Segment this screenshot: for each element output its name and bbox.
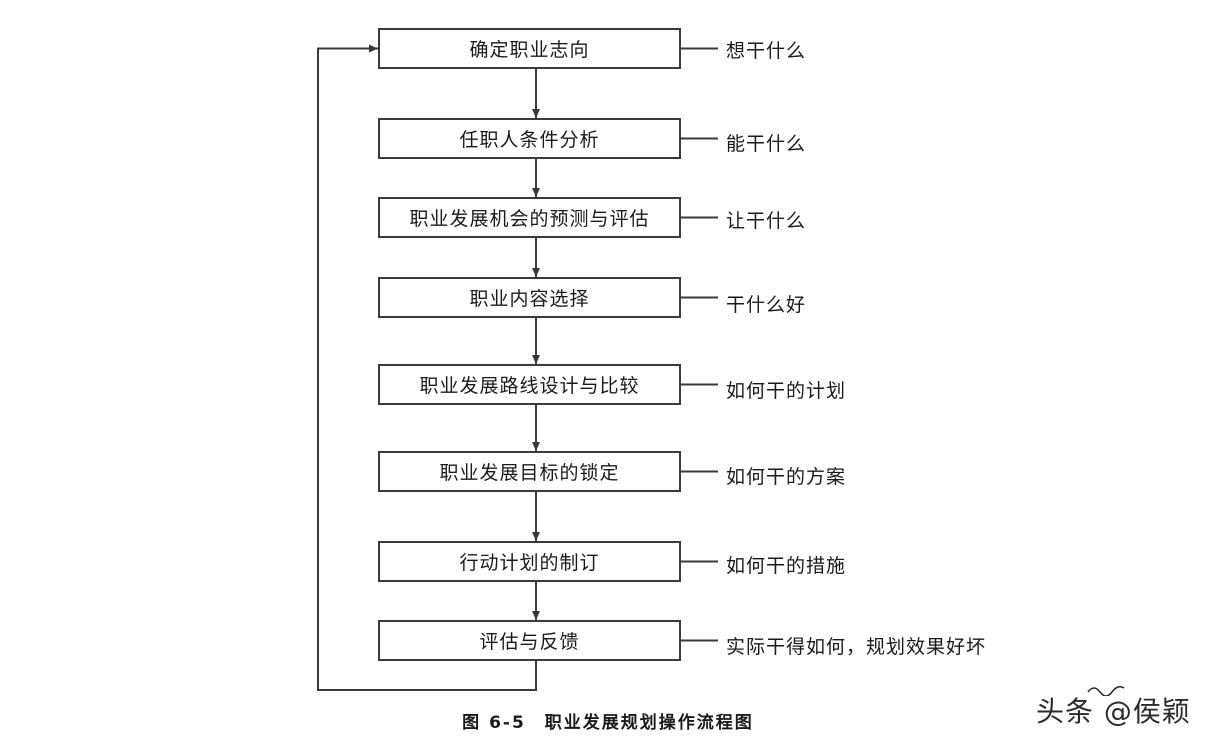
step-note-2: 能干什么 xyxy=(726,133,807,155)
watermark-squiggle-icon xyxy=(1087,685,1125,696)
step-label-4: 职业内容选择 xyxy=(469,288,590,310)
step-label-1: 确定职业志向 xyxy=(469,39,590,61)
step-box-7: 行动计划的制订 xyxy=(378,541,681,582)
step-note-7: 如何干的措施 xyxy=(726,555,847,577)
step-box-8: 评估与反馈 xyxy=(378,620,681,661)
step-note-1: 想干什么 xyxy=(726,40,807,62)
step-note-5: 如何干的计划 xyxy=(726,380,847,402)
step-box-4: 职业内容选择 xyxy=(378,277,681,318)
step-box-6: 职业发展目标的锁定 xyxy=(378,451,681,492)
step-note-6: 如何干的方案 xyxy=(726,466,847,488)
step-label-3: 职业发展机会的预测与评估 xyxy=(409,208,650,230)
feedback-loop-arrow xyxy=(317,44,537,691)
step-box-1: 确定职业志向 xyxy=(378,28,681,69)
step-label-8: 评估与反馈 xyxy=(479,631,580,653)
step-label-6: 职业发展目标的锁定 xyxy=(439,462,620,484)
step-note-8: 实际干得如何，规划效果好坏 xyxy=(726,636,987,658)
step-note-3: 让干什么 xyxy=(726,210,807,232)
step-box-5: 职业发展路线设计与比较 xyxy=(378,364,681,405)
figure-caption: 图 6-5 职业发展规划操作流程图 xyxy=(462,713,754,733)
step-label-7: 行动计划的制订 xyxy=(459,552,600,574)
step-label-5: 职业发展路线设计与比较 xyxy=(419,375,640,397)
watermark: 头条 @侯颖 xyxy=(1036,695,1191,728)
step-note-4: 干什么好 xyxy=(726,294,807,316)
step-label-2: 任职人条件分析 xyxy=(459,129,600,151)
step-box-2: 任职人条件分析 xyxy=(378,118,681,159)
step-box-3: 职业发展机会的预测与评估 xyxy=(378,197,681,238)
